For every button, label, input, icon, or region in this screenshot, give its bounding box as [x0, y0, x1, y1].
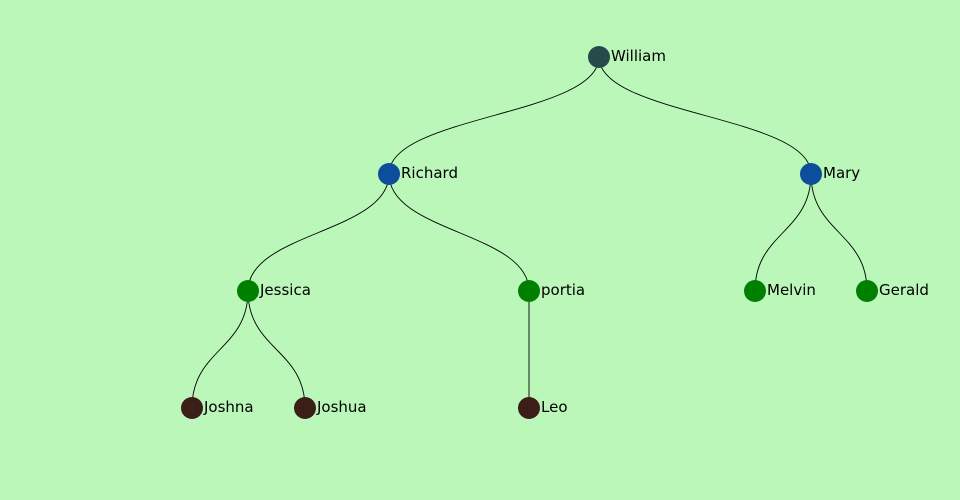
- link-mary-melvin: [754, 173, 812, 292]
- node-label-gerald: Gerald: [879, 281, 929, 299]
- node-label-joshua: Joshua: [316, 398, 367, 416]
- node-label-jessica: Jessica: [259, 281, 311, 299]
- node-label-joshna: Joshna: [203, 398, 254, 416]
- tree-node-jessica[interactable]: Jessica: [237, 280, 311, 302]
- tree-node-richard[interactable]: Richard: [378, 163, 458, 185]
- node-label-portia: portia: [541, 281, 585, 299]
- node-circle-joshua[interactable]: [294, 397, 316, 419]
- link-william-mary: [598, 56, 812, 175]
- node-circle-william[interactable]: [588, 46, 610, 68]
- node-circle-leo[interactable]: [518, 397, 540, 419]
- tree-node-gerald[interactable]: Gerald: [856, 280, 929, 302]
- node-circle-jessica[interactable]: [237, 280, 259, 302]
- node-label-melvin: Melvin: [767, 281, 816, 299]
- link-richard-portia: [388, 173, 530, 292]
- tree-node-joshua[interactable]: Joshua: [294, 397, 367, 419]
- node-circle-portia[interactable]: [518, 280, 540, 302]
- node-circle-melvin[interactable]: [744, 280, 766, 302]
- tree-node-melvin[interactable]: Melvin: [744, 280, 816, 302]
- node-label-leo: Leo: [541, 398, 568, 416]
- link-mary-gerald: [810, 173, 868, 292]
- node-circle-richard[interactable]: [378, 163, 400, 185]
- tree-node-leo[interactable]: Leo: [518, 397, 568, 419]
- node-label-william: William: [611, 47, 666, 65]
- node-circle-gerald[interactable]: [856, 280, 878, 302]
- node-label-mary: Mary: [823, 164, 860, 182]
- node-label-richard: Richard: [401, 164, 458, 182]
- tree-node-joshna[interactable]: Joshna: [181, 397, 254, 419]
- tree-node-mary[interactable]: Mary: [800, 163, 860, 185]
- tree-node-portia[interactable]: portia: [518, 280, 585, 302]
- link-jessica-joshua: [247, 290, 306, 409]
- link-jessica-joshna: [191, 290, 249, 409]
- node-circle-mary[interactable]: [800, 163, 822, 185]
- node-circle-joshna[interactable]: [181, 397, 203, 419]
- tree-node-william[interactable]: William: [588, 46, 666, 68]
- link-richard-jessica: [247, 173, 390, 292]
- tree-links: [191, 56, 868, 409]
- link-william-richard: [388, 56, 600, 175]
